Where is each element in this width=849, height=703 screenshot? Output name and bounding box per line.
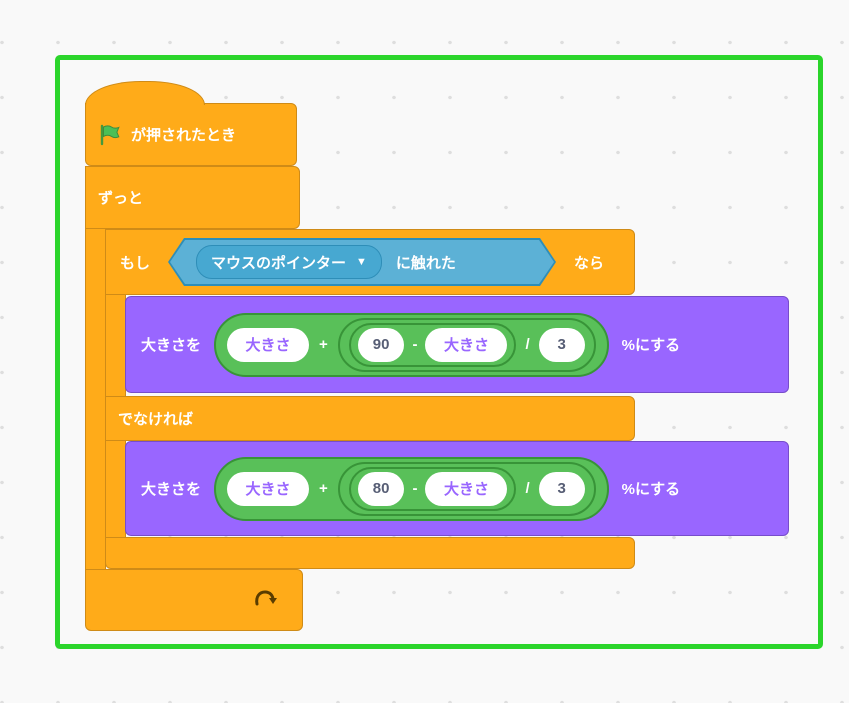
minus-sign: - <box>412 336 418 353</box>
set-size-suffix: %にする <box>621 481 681 498</box>
target-size-input[interactable]: 90 <box>357 327 405 362</box>
target-size-input[interactable]: 80 <box>357 471 405 506</box>
else-arm-spine[interactable] <box>105 441 126 537</box>
set-size-block-else[interactable]: 大きさを 大きさ + 80 - 大きさ / 3 %にする <box>125 441 789 536</box>
plus-sign: + <box>319 336 328 353</box>
subtract-operator-block[interactable]: 80 - 大きさ <box>348 466 517 511</box>
then-label: なら <box>574 254 605 272</box>
forever-label: ずっと <box>98 190 144 207</box>
set-size-suffix: %にする <box>621 337 681 354</box>
chevron-down-icon: ▼ <box>356 255 367 268</box>
divide-sign: / <box>525 480 530 497</box>
touching-condition-body: マウスのポインター ▼ に触れた <box>170 240 554 284</box>
size-reporter[interactable]: 大きさ <box>227 327 310 362</box>
if-else-block-top[interactable]: もし マウスのポインター ▼ に触れた なら <box>105 229 635 295</box>
loop-arrow-icon <box>252 589 278 611</box>
touching-target-dropdown[interactable]: マウスのポインター ▼ <box>196 245 382 279</box>
divisor-input[interactable]: 3 <box>538 471 585 506</box>
dropdown-value: マウスのポインター <box>211 254 347 272</box>
divide-operator-block[interactable]: 90 - 大きさ / 3 <box>337 317 596 372</box>
if-label: もし <box>120 254 151 272</box>
divide-sign: / <box>525 336 530 353</box>
size-reporter[interactable]: 大きさ <box>425 327 508 362</box>
else-label: でなければ <box>118 411 194 428</box>
set-size-prefix: 大きさを <box>141 481 202 498</box>
if-arm-spine[interactable] <box>105 295 126 396</box>
else-bar[interactable]: でなければ <box>105 396 635 441</box>
when-flag-clicked-block[interactable]: が押されたとき <box>85 81 297 166</box>
add-operator-block[interactable]: 大きさ + 90 - 大きさ / 3 <box>214 312 609 377</box>
forever-block-top[interactable]: ずっと <box>85 166 300 229</box>
divisor-input[interactable]: 3 <box>538 327 585 362</box>
size-reporter[interactable]: 大きさ <box>425 471 508 506</box>
touching-label: に触れた <box>395 254 456 272</box>
forever-block-bottom[interactable] <box>85 569 303 631</box>
size-reporter[interactable]: 大きさ <box>227 471 310 506</box>
add-operator-block[interactable]: 大きさ + 80 - 大きさ / 3 <box>214 456 609 521</box>
minus-sign: - <box>412 480 418 497</box>
hat-label: が押されたとき <box>131 127 237 144</box>
set-size-prefix: 大きさを <box>141 337 202 354</box>
plus-sign: + <box>319 480 328 497</box>
touching-condition-block[interactable]: マウスのポインター ▼ に触れた <box>168 238 556 286</box>
subtract-operator-block[interactable]: 90 - 大きさ <box>348 322 517 367</box>
set-size-block-if[interactable]: 大きさを 大きさ + 90 - 大きさ / 3 %にする <box>125 296 789 393</box>
forever-block-spine[interactable] <box>85 229 106 569</box>
green-flag-icon <box>98 124 122 146</box>
divide-operator-block[interactable]: 80 - 大きさ / 3 <box>337 461 596 516</box>
if-else-block-bottom[interactable] <box>105 537 635 569</box>
